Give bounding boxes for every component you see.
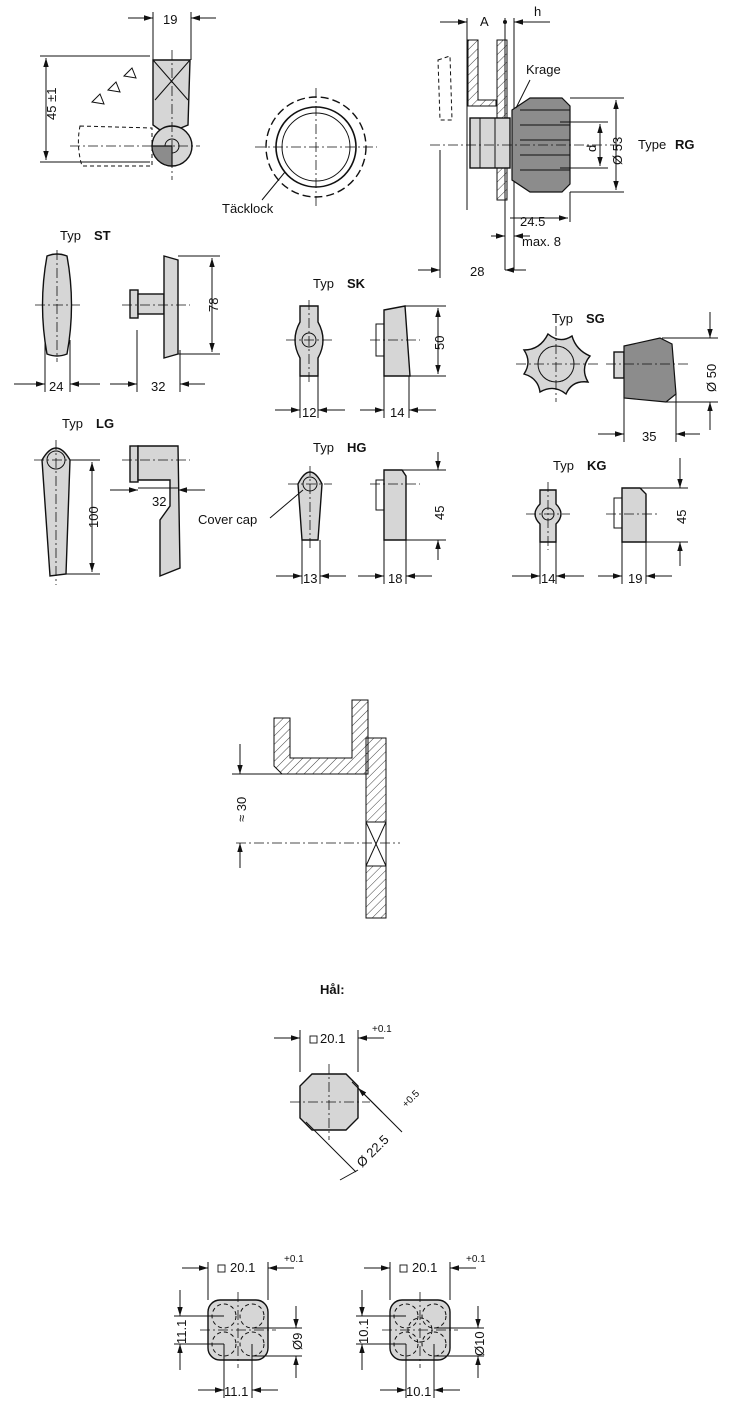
h2-tol: +0.1 xyxy=(466,1254,486,1265)
top-lever-view: 19 45 ±1 xyxy=(40,12,216,180)
typ-sk-view: Typ SK 12 14 50 xyxy=(275,276,447,420)
dim-30-bracket: ≈ 30 xyxy=(234,797,249,822)
h1-11-1-v: 11.1 xyxy=(174,1320,189,1344)
dim-50-sg: Ø 50 xyxy=(704,364,719,392)
typ-hg-prefix: Typ xyxy=(313,440,334,455)
hole-tol-05: +0.5 xyxy=(400,1088,422,1110)
typ-sk-prefix: Typ xyxy=(313,276,334,291)
dim-35-sg: 35 xyxy=(642,429,656,444)
dim-24-5-rg: 24.5 xyxy=(520,214,545,229)
h1-11-1-h: 11.1 xyxy=(224,1384,248,1399)
hole-22-5: Ø 22.5 xyxy=(354,1132,392,1170)
dim-max8-rg: max. 8 xyxy=(522,234,561,249)
dim-14-kg: 14 xyxy=(541,571,555,586)
dim-53-rg: Ø 53 xyxy=(610,137,625,165)
typ-sg-prefix: Typ xyxy=(552,311,573,326)
hole-detail: Hål: 20.1 +0.1 Ø 22.5 +0.5 xyxy=(274,982,422,1181)
typ-sg-view: Typ SG Ø 50 35 xyxy=(516,311,719,444)
typ-st-label: ST xyxy=(94,228,111,243)
dim-100-lg: 100 xyxy=(86,506,101,528)
hole-pattern-1: 20.1 +0.1 11.1 Ø9 11.1 xyxy=(174,1254,305,1399)
hole-20-1: 20.1 xyxy=(320,1031,345,1046)
cover-cap-label: Cover cap xyxy=(198,512,257,527)
dim-32-lg: 32 xyxy=(152,494,166,509)
dim-32-st: 32 xyxy=(151,379,165,394)
dim-45-kg: 45 xyxy=(674,510,689,524)
h2-20-1: 20.1 xyxy=(412,1260,437,1275)
dim-28-rg: 28 xyxy=(470,264,484,279)
dim-19-kg: 19 xyxy=(628,571,642,586)
hole-pattern-2: 20.1 +0.1 10.1 Ø10 10.1 xyxy=(356,1254,487,1399)
dim-12-sk: 12 xyxy=(302,405,316,420)
h2-10: Ø10 xyxy=(472,1331,487,1356)
label-A: A xyxy=(480,14,489,29)
type-rg-label: RG xyxy=(675,137,695,152)
tacklock-view: Täcklock xyxy=(222,88,377,216)
dim-45-top: 45 ±1 xyxy=(44,88,59,120)
dim-45-hg: 45 xyxy=(432,506,447,520)
label-d: d xyxy=(584,145,599,152)
bracket-section: ≈ 30 xyxy=(232,699,400,919)
label-h: h xyxy=(534,4,541,19)
typ-sg-label: SG xyxy=(586,311,605,326)
typ-kg-prefix: Typ xyxy=(553,458,574,473)
typ-st-prefix: Typ xyxy=(60,228,81,243)
typ-lg-prefix: Typ xyxy=(62,416,83,431)
typ-lg-view: Typ LG 100 32 xyxy=(34,416,205,585)
krage-label: Krage xyxy=(526,62,561,77)
tacklock-label: Täcklock xyxy=(222,201,274,216)
typ-hg-view: Typ HG Cover cap 13 18 45 xyxy=(198,440,447,586)
hal-label: Hål: xyxy=(320,982,345,997)
dim-18-hg: 18 xyxy=(388,571,402,586)
typ-kg-view: Typ KG 14 19 45 xyxy=(512,458,689,586)
h2-10-1-h: 10.1 xyxy=(406,1384,431,1399)
typ-lg-label: LG xyxy=(96,416,114,431)
dim-50-sk: 50 xyxy=(432,336,447,350)
hole-tol-01: +0.1 xyxy=(372,1024,392,1035)
type-rg-view: A h Krage d Ø xyxy=(418,4,695,279)
dim-19-top: 19 xyxy=(163,12,177,27)
type-rg-prefix: Type xyxy=(638,137,666,152)
dim-14-sk: 14 xyxy=(390,405,404,420)
typ-sk-label: SK xyxy=(347,276,366,291)
dim-24-st: 24 xyxy=(49,379,63,394)
h1-tol: +0.1 xyxy=(284,1254,304,1265)
h1-20-1: 20.1 xyxy=(230,1260,255,1275)
typ-kg-label: KG xyxy=(587,458,607,473)
h1-9: Ø9 xyxy=(290,1333,305,1350)
typ-hg-label: HG xyxy=(347,440,367,455)
dim-13-hg: 13 xyxy=(303,571,317,586)
h2-10-1-v: 10.1 xyxy=(356,1319,371,1344)
dim-78-st: 78 xyxy=(206,298,221,312)
typ-st-view: Typ ST 24 32 78 xyxy=(14,228,221,394)
